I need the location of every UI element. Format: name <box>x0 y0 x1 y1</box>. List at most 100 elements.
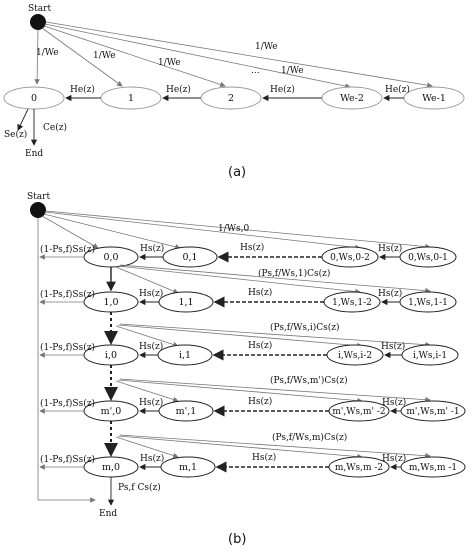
node-b-3-3-label: m',Ws,m' -1 <box>406 407 459 417</box>
node-a-4-label: We-1 <box>422 93 446 104</box>
exit-label-b-1: (1-Ps,f)Ss(z) <box>40 289 95 300</box>
bottom-label-b: Ps,f Cs(z) <box>118 482 161 493</box>
node-b-3-2-label: m',Ws,m' -2 <box>332 407 385 417</box>
fan-edge-a-1 <box>41 27 123 87</box>
feed-edge-2-2 <box>117 379 363 404</box>
node-b-1-0-label: 1,0 <box>103 297 118 308</box>
feed-edge-0-3 <box>119 264 431 294</box>
h-label-b-4-1: Hs(z) <box>252 452 276 463</box>
start-edge-b-0 <box>41 215 99 249</box>
node-b-1-2-label: 1,Ws,1-2 <box>332 298 372 308</box>
node-b-4-2-label: m,Ws,m -2 <box>335 463 383 473</box>
start-edge-b-2 <box>44 211 361 251</box>
h-label-a-2: He(z) <box>270 84 295 95</box>
node-b-1-1-label: 1,1 <box>178 297 193 308</box>
exit-label-a-s: Se(z) <box>4 129 27 140</box>
row-1: 1,0 1,1 1,Ws,1-2 1,Ws,1-1 Hs(z) Hs(z) Hs… <box>39 287 457 333</box>
exit-edge-a-s <box>17 108 29 131</box>
h-label-b-2-2: Hs(z) <box>381 341 405 352</box>
h-label-b-0-1: Hs(z) <box>240 242 264 253</box>
fan-label-a-3: 1/We <box>281 66 304 76</box>
fan-label-a-2: 1/We <box>158 58 181 68</box>
feed-edge-1-3 <box>119 323 431 348</box>
feed-label-b-1: (Ps,f/Ws,i)Cs(z) <box>270 322 340 333</box>
node-b-0-1-label: 0,1 <box>182 252 197 263</box>
node-b-3-1-label: m',1 <box>176 406 197 417</box>
h-label-a-0: He(z) <box>70 84 95 95</box>
h-label-b-4-0: Hs(z) <box>140 453 164 464</box>
h-label-a-1: He(z) <box>166 84 191 95</box>
start-edge-b-1 <box>43 213 181 250</box>
fan-edge-a-4 <box>45 21 433 88</box>
h-label-b-3-0: Hs(z) <box>139 397 163 408</box>
fan-edge-a-0 <box>34 29 40 85</box>
feed-edge-3-3 <box>119 434 431 459</box>
node-b-2-0-label: i,0 <box>105 350 117 361</box>
start-label-b: Start <box>27 192 50 202</box>
fan-label-a-4: 1/We <box>255 42 278 52</box>
h-label-b-1-2: Hs(z) <box>378 288 402 299</box>
feed-edge-0-2 <box>117 265 361 295</box>
node-b-2-2-label: i,Ws,i-2 <box>338 351 372 361</box>
feed-edge-0-1 <box>115 266 179 294</box>
feed-edge-2-3 <box>119 378 431 403</box>
h-label-b-1-1: Hs(z) <box>248 287 272 298</box>
node-b-0-0-label: 0,0 <box>103 252 118 263</box>
node-b-0-3-label: 0,Ws,0-1 <box>408 253 448 263</box>
top-label-b: 1/Ws,0 <box>218 224 249 234</box>
fan-edge-a-3 <box>44 23 351 89</box>
fan-label-a-1: 1/We <box>93 51 116 61</box>
feed-edge-1-1 <box>115 325 179 348</box>
start-edge-b-3 <box>45 210 431 250</box>
feed-label-b-3: (Ps,f/Ws,m)Cs(z) <box>272 432 347 443</box>
exit-label-b-4: (1-Ps,f)Ss(z) <box>40 454 95 465</box>
node-a-1-label: 1 <box>128 93 134 104</box>
node-b-4-0-label: m,0 <box>102 462 120 473</box>
feed-edge-3-1 <box>115 436 179 459</box>
exit-label-b-3: (1-Ps,f)Ss(z) <box>40 398 95 409</box>
h-label-b-0-0: Hs(z) <box>140 243 164 254</box>
row-0: 0,0 0,1 0,Ws,0-2 0,Ws,0-1 Hs(z) Hs(z) Hs… <box>39 242 457 279</box>
node-a-0-label: 0 <box>31 93 37 104</box>
node-a-2-label: 2 <box>228 93 234 104</box>
feed-edge-2-1 <box>115 380 179 403</box>
feed-label-b-0: (Ps,f/Ws,1)Cs(z) <box>258 268 330 279</box>
node-b-1-3-label: 1,Ws,1-1 <box>408 298 448 308</box>
node-b-0-2-label: 0,Ws,0-2 <box>330 253 370 263</box>
h-label-b-3-2: Hs(z) <box>382 397 406 408</box>
panel-b: Start 1/Ws,0 0,0 0,1 0,Ws,0-2 0,Ws,0-1 H… <box>27 192 466 547</box>
dots-a: ... <box>251 66 260 76</box>
fan-label-a-0: 1/We <box>36 48 59 58</box>
feed-edge-1-2 <box>117 324 363 349</box>
start-label-a: Start <box>28 4 51 14</box>
exit-label-b-0: (1-Ps,f)Ss(z) <box>40 244 95 255</box>
start-node-b <box>30 202 46 218</box>
h-label-b-3-1: Hs(z) <box>248 396 272 407</box>
h-label-b-2-0: Hs(z) <box>139 341 163 352</box>
exit-label-a-c: Ce(z) <box>43 122 67 133</box>
end-label-a: End <box>25 149 43 159</box>
row-i: i,0 i,1 i,Ws,i-2 i,Ws,i-1 Hs(z) Hs(z) Hs… <box>39 340 459 386</box>
row-m: m,0 m,1 m,Ws,m -2 m,Ws,m -1 Hs(z) Hs(z) … <box>39 452 466 478</box>
node-b-2-3-label: i,Ws,i-1 <box>413 351 447 361</box>
node-b-3-0-label: m',0 <box>101 406 122 417</box>
start-node-a <box>30 14 46 30</box>
caption-a: (a) <box>228 165 246 180</box>
h-label-b-1-0: Hs(z) <box>139 288 163 299</box>
caption-b: (b) <box>228 532 246 547</box>
h-label-a-3: He(z) <box>385 84 410 95</box>
node-b-2-1-label: i,1 <box>179 350 191 361</box>
h-label-b-2-1: Hs(z) <box>248 340 272 351</box>
node-b-4-1-label: m,1 <box>179 462 197 473</box>
end-label-b: End <box>99 509 117 519</box>
h-label-b-4-2: Hs(z) <box>382 453 406 464</box>
fan-edge-a-2 <box>43 25 226 88</box>
node-a-3-label: We-2 <box>340 93 364 104</box>
node-b-4-3-label: m,Ws,m -1 <box>409 463 457 473</box>
h-label-b-0-2: Hs(z) <box>378 243 402 254</box>
feed-edge-3-2 <box>117 435 363 460</box>
exit-label-b-2: (1-Ps,f)Ss(z) <box>40 342 95 353</box>
row-m-prime: m',0 m',1 m',Ws,m' -2 m',Ws,m' -1 Hs(z) … <box>39 396 466 443</box>
